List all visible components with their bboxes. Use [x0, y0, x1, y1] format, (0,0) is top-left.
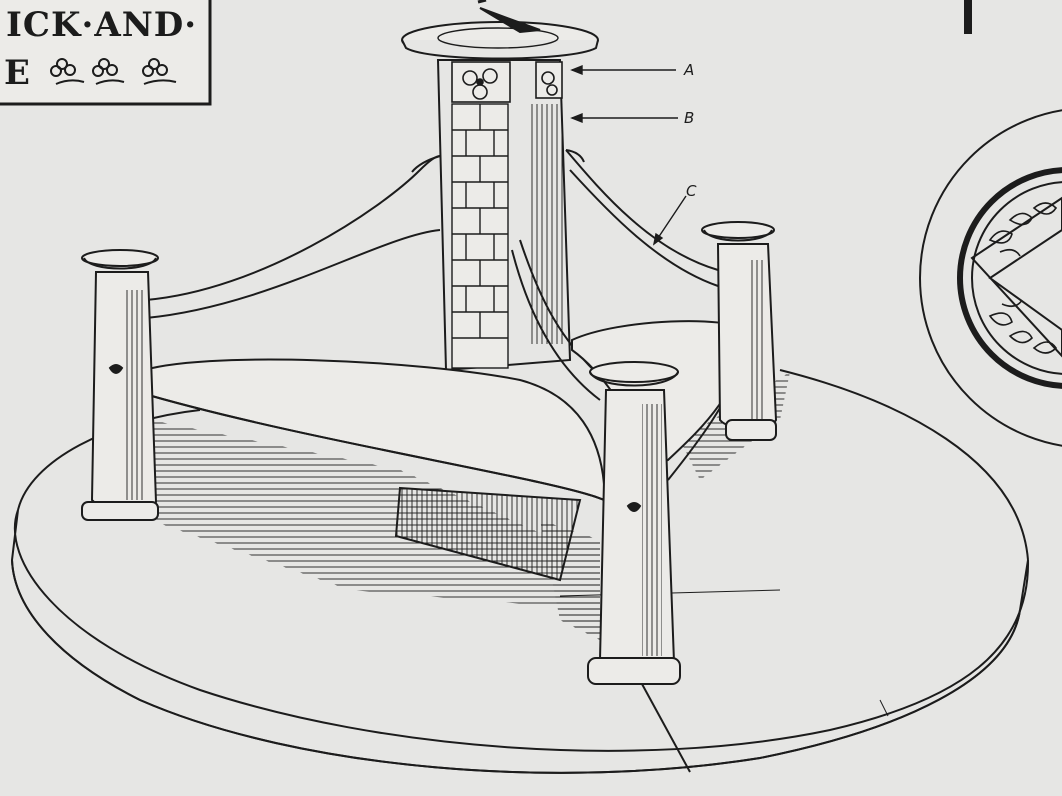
frame-fragment [964, 0, 972, 34]
post-left [81, 249, 159, 521]
circular-platform [10, 369, 1030, 774]
post-front [587, 361, 681, 685]
sundial-top [401, 0, 599, 60]
callout-label-c: C [686, 182, 697, 200]
title-plate: ICK·AND· E [0, 0, 212, 106]
callout-leaders [570, 64, 687, 246]
title-line-2: E [4, 53, 30, 93]
flower-ornaments [50, 58, 177, 85]
left-seat [137, 358, 605, 582]
medallion-ornament [919, 109, 1062, 447]
central-pillar [411, 59, 585, 372]
post-right [701, 221, 778, 441]
brick-courses [451, 103, 509, 369]
title-line-1: ICK·AND· [6, 5, 197, 45]
carved-frieze [451, 61, 563, 103]
callout-label-a: A [683, 61, 694, 79]
callout-label-b: B [684, 109, 694, 127]
gnomon [479, 7, 541, 34]
